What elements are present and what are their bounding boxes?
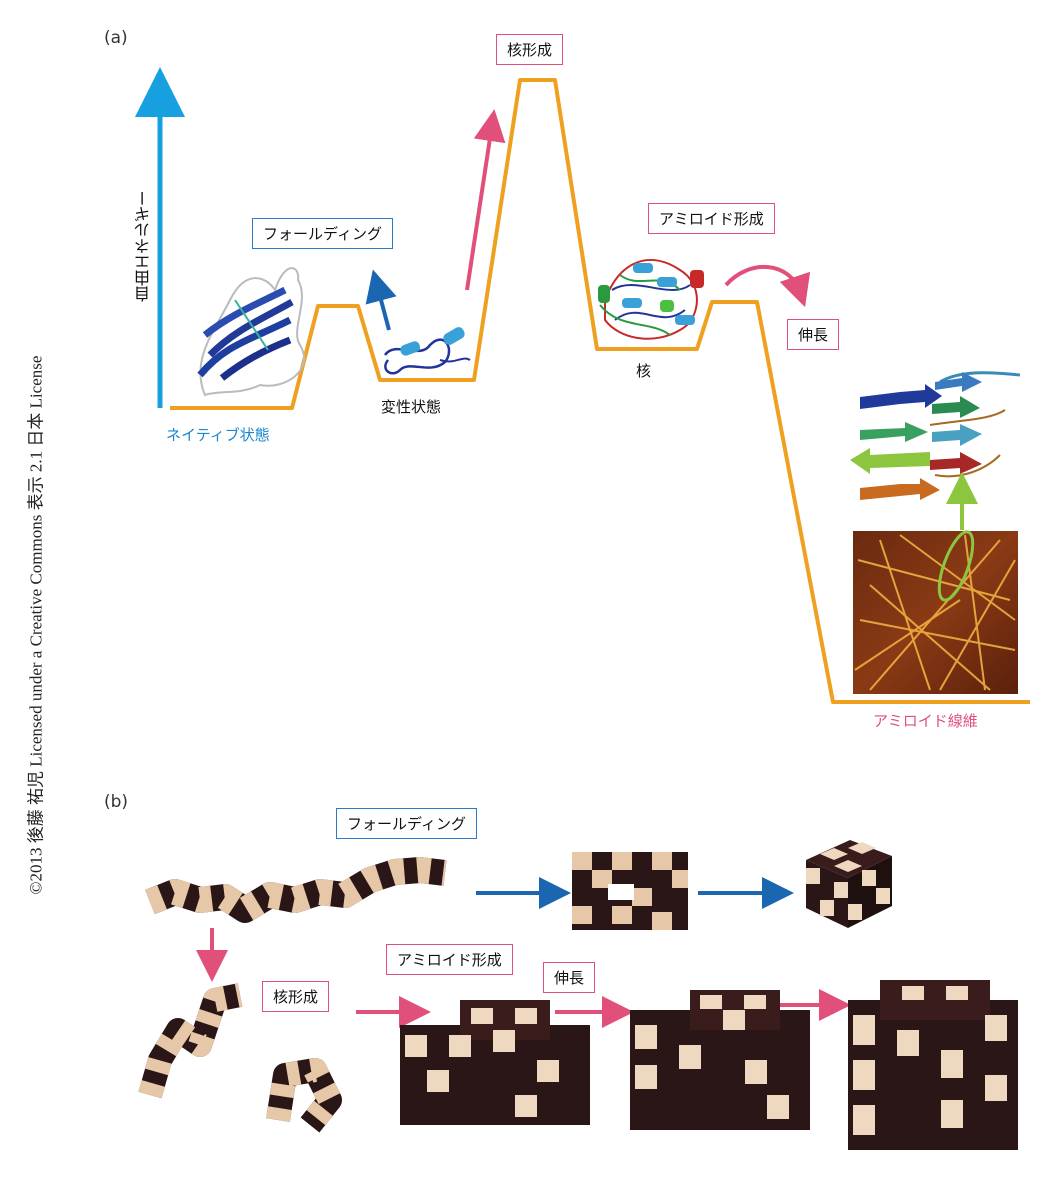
amyloid-fibril-structure: [850, 371, 1021, 500]
afm-fibril-image: [853, 530, 1018, 694]
amyloid-formation-label-b: アミロイド形成: [386, 944, 513, 975]
amyloid-formation-label-a: アミロイド形成: [648, 203, 775, 234]
nucleation-label-a: 核形成: [496, 34, 564, 65]
elongation-curved-arrow: [724, 264, 811, 308]
denatured-protein-structure: [383, 327, 471, 375]
puzzle-elongated-aggregate: [630, 990, 810, 1130]
elongation-label-b: 伸長: [543, 962, 596, 993]
native-protein-structure: [197, 267, 305, 397]
puzzle-chain-unfolded: [145, 857, 447, 923]
nucleus-label: 核: [636, 362, 652, 380]
native-state-label: ネイティブ状態: [166, 426, 270, 444]
puzzle-partially-folded: [572, 852, 688, 930]
panel-b-label: (b): [104, 792, 129, 812]
folding-label-b: フォールディング: [336, 808, 477, 839]
puzzle-misfolded-pieces: [138, 983, 342, 1133]
folding-arrow-a: [365, 269, 397, 331]
amyloid-fibril-label: アミロイド線維: [873, 712, 978, 730]
denatured-state-label: 変性状態: [381, 398, 442, 416]
puzzle-fibril-aggregate: [848, 980, 1018, 1150]
nucleation-arrow-a: [465, 109, 506, 291]
energy-landscape-line: [170, 78, 1030, 704]
nucleus-structure: [598, 259, 704, 340]
panel-a-label: (a): [104, 28, 128, 48]
folding-label-a: フォールディング: [252, 218, 393, 249]
nucleation-label-b: 核形成: [262, 981, 330, 1012]
elongation-label-a: 伸長: [787, 319, 840, 350]
y-axis-label: 自由エネルギー: [134, 190, 153, 302]
puzzle-nucleus-aggregate: [400, 1000, 590, 1125]
puzzle-cube: [806, 840, 892, 928]
